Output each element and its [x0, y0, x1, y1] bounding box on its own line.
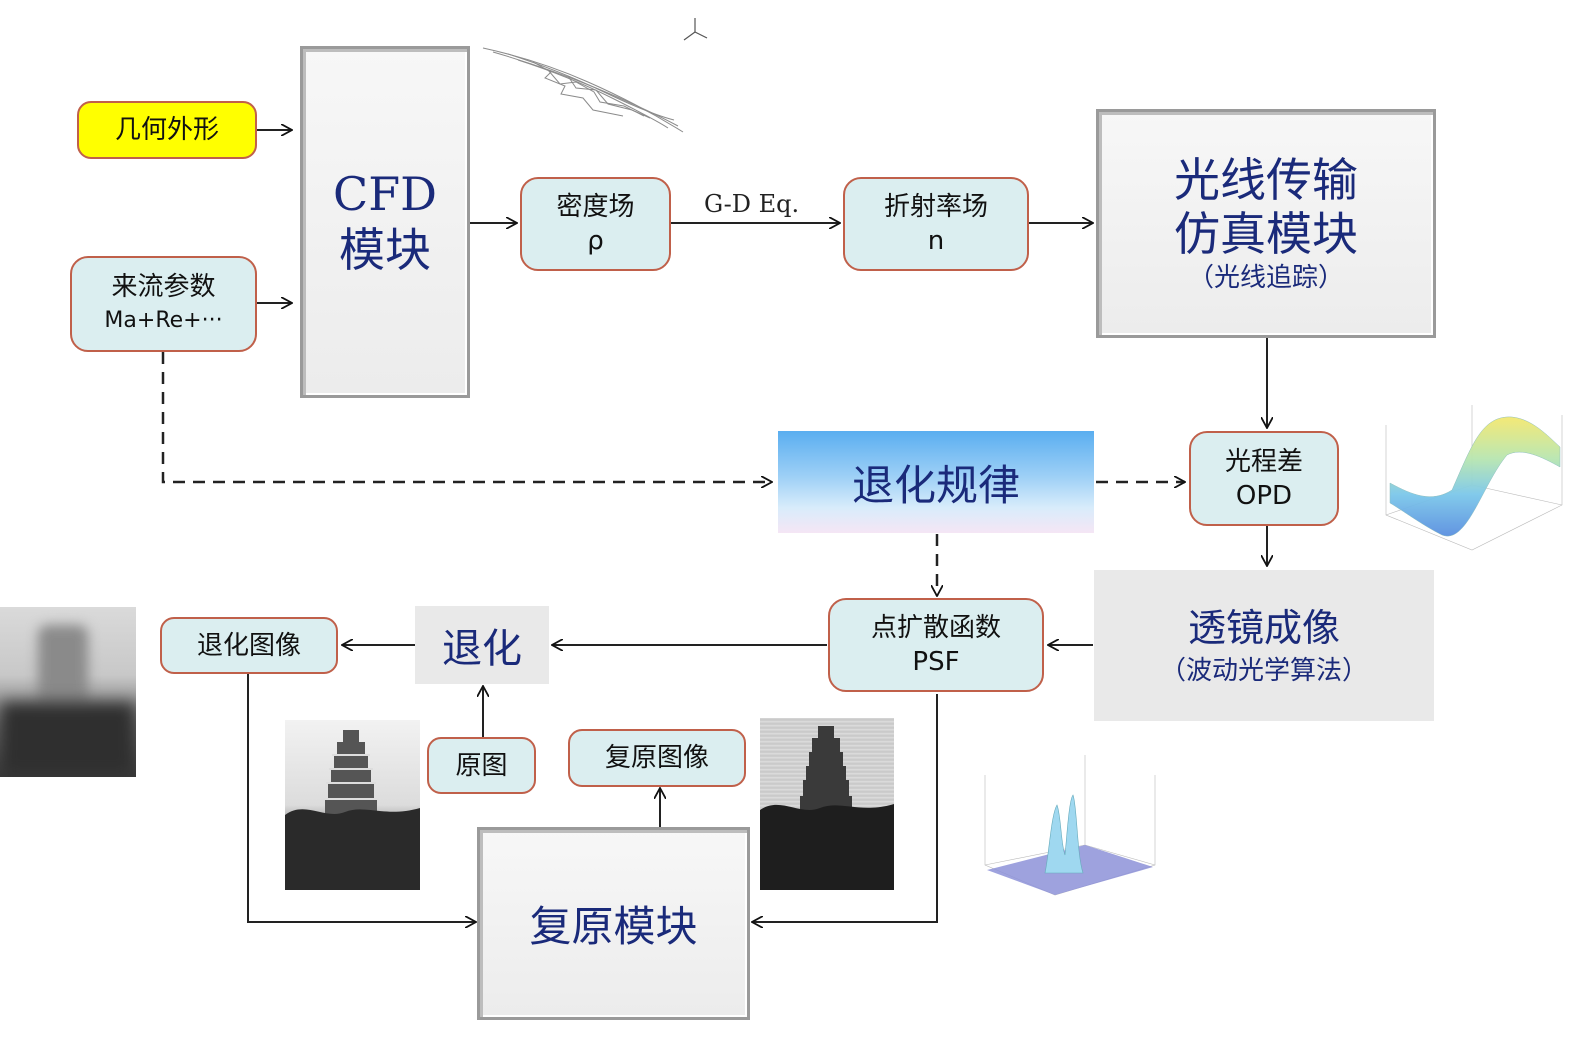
psf-abbrev: PSF [912, 647, 960, 677]
psf-node: 点扩散函数 PSF [828, 598, 1044, 692]
opd-abbrev: OPD [1235, 480, 1293, 511]
degraded-pagoda-photo [0, 607, 136, 777]
original-image-node: 原图 [427, 737, 536, 794]
axes-triad-icon [683, 18, 708, 41]
restored-pagoda-photo [760, 718, 894, 890]
original-pagoda-photo [285, 720, 420, 890]
restore-module: 复原模块 [477, 827, 750, 1020]
density-field-node: 密度场 ρ [520, 177, 671, 271]
degradation-law-label: 退化规律 [851, 460, 1020, 510]
inflow-params-node: 来流参数 Ma+Re+··· [70, 256, 257, 352]
degraded-image-label: 退化图像 [196, 630, 301, 661]
ray-module-line2: 仿真模块 [1174, 206, 1358, 261]
density-symbol: ρ [587, 226, 604, 256]
cfd-subtitle: 模块 [339, 223, 431, 277]
degraded-image-node: 退化图像 [160, 617, 338, 674]
opd-surface-plot [1385, 405, 1563, 551]
cfd-title: CFD [333, 167, 437, 221]
restore-module-label: 复原模块 [529, 902, 698, 951]
lens-sub: （波动光学算法） [1159, 655, 1368, 686]
gd-equation-label: G-D Eq. [704, 190, 799, 218]
restored-image-label: 复原图像 [604, 743, 709, 773]
refraction-label: 折射率场 [883, 192, 988, 222]
restored-image-node: 复原图像 [568, 729, 746, 787]
refraction-field-node: 折射率场 n [843, 177, 1029, 271]
ray-transport-module: 光线传输 仿真模块 （光线追踪） [1096, 109, 1436, 338]
cfd-module: CFD 模块 [300, 46, 470, 398]
psf-surface-plot [984, 755, 1156, 896]
gd-equation-text: G-D Eq. [704, 190, 800, 218]
geometry-label: 几何外形 [114, 115, 219, 145]
lens-imaging-node: 透镜成像 （波动光学算法） [1094, 570, 1434, 721]
inflow-label: 来流参数 [111, 272, 216, 302]
original-label: 原图 [455, 750, 508, 781]
opd-node: 光程差 OPD [1189, 431, 1339, 526]
geometry-input-node: 几何外形 [77, 101, 257, 159]
opd-label: 光程差 [1224, 446, 1303, 477]
degradation-law-node: 退化规律 [778, 431, 1094, 533]
degrade-label: 退化 [442, 626, 522, 672]
ray-module-sub: （光线追踪） [1187, 262, 1344, 293]
lens-label: 透镜成像 [1187, 605, 1340, 650]
refraction-symbol: n [927, 226, 945, 256]
ray-module-line1: 光线传输 [1174, 152, 1358, 207]
density-label: 密度场 [556, 192, 635, 222]
psf-label: 点扩散函数 [870, 613, 1001, 643]
inflow-vars: Ma+Re+··· [104, 308, 223, 333]
cfd-mesh-image [482, 47, 684, 133]
degrade-node: 退化 [415, 606, 549, 684]
